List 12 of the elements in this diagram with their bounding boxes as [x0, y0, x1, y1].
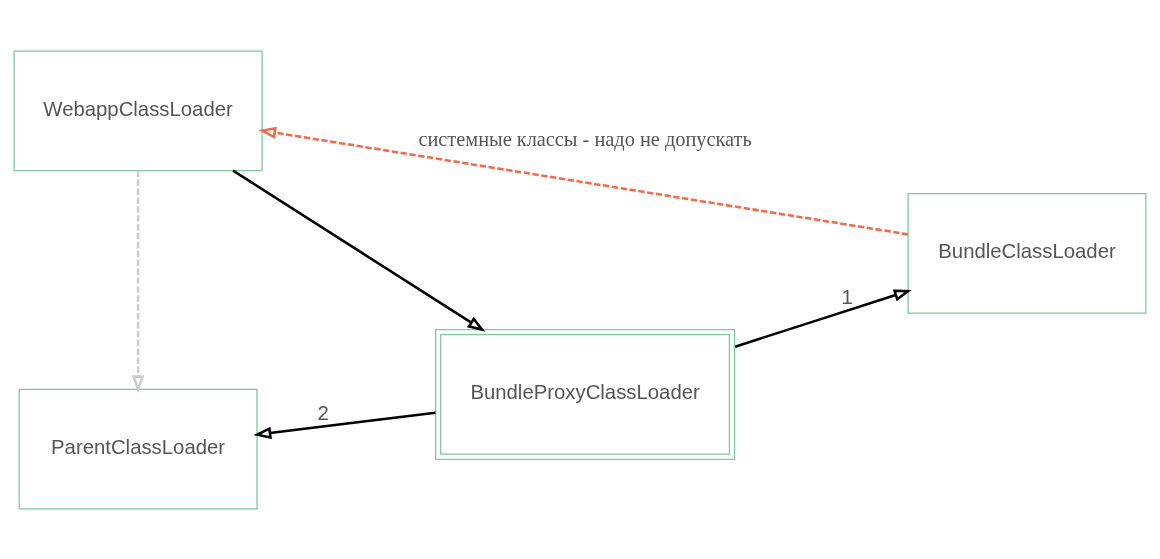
arrow — [734, 288, 912, 348]
arrow — [232, 169, 486, 332]
node-box: WebappClassLoader — [13, 49, 263, 171]
node-box: ParentClassLoader — [18, 388, 258, 510]
node-box: BundleClassLoader — [907, 192, 1147, 314]
edge-label: 1 — [841, 285, 853, 308]
node-box: BundleProxyClassLoader — [435, 328, 736, 460]
arrow — [253, 410, 436, 439]
edge-label: системные классы - надо не допускать — [418, 127, 752, 150]
arrow — [258, 126, 909, 236]
edge-label: 2 — [317, 401, 329, 424]
arrow — [131, 170, 145, 393]
